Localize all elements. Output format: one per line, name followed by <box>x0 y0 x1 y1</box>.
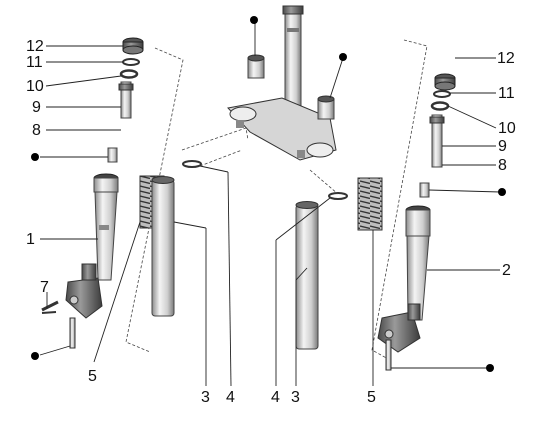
leader-lines <box>39 20 501 387</box>
callout-10-left: 10 <box>26 78 44 95</box>
callout-11-left: 11 <box>26 54 43 71</box>
right-cap-nut <box>434 73 456 91</box>
bullet-marker <box>250 16 258 24</box>
left-o-ring <box>122 58 140 66</box>
callout-4-left: 4 <box>226 389 235 406</box>
callout-8-left: 8 <box>32 122 41 139</box>
callout-9-left: 9 <box>32 99 41 116</box>
callout-7: 7 <box>40 279 49 296</box>
callout-4-right: 4 <box>271 389 280 406</box>
callout-5-right: 5 <box>367 389 376 406</box>
bullet-marker <box>486 364 494 372</box>
left-fork-assembly <box>41 37 249 353</box>
callout-3-left: 3 <box>201 389 210 406</box>
right-o-ring <box>433 90 451 98</box>
callout-11-right: 11 <box>498 85 515 102</box>
left-fork-slider <box>65 173 119 319</box>
left-stem-bushing <box>247 54 265 79</box>
left-washer <box>119 69 139 79</box>
bullet-marker <box>498 188 506 196</box>
bullet-marker <box>31 352 39 360</box>
callout-1: 1 <box>26 231 35 248</box>
left-assembly-outline <box>125 47 184 353</box>
callout-labels: 12 11 10 9 8 1 7 5 3 4 4 3 5 12 11 10 9 … <box>26 38 516 406</box>
right-spring <box>357 177 383 231</box>
left-bottom-bolt <box>69 317 76 349</box>
callout-9-right: 9 <box>498 138 507 155</box>
right-damper-rod <box>431 114 443 168</box>
right-assembly-outline <box>371 39 428 361</box>
left-cap-nut <box>122 37 144 55</box>
right-bottom-bolt <box>385 339 392 371</box>
right-fork-assembly <box>295 39 456 371</box>
left-damper-rod <box>120 81 132 119</box>
right-inner-tube <box>295 201 319 350</box>
right-bush <box>419 182 430 198</box>
right-circlip <box>328 192 348 200</box>
right-washer <box>430 101 450 111</box>
callout-10-right: 10 <box>498 120 516 137</box>
bullet-marker <box>339 53 347 61</box>
callout-8-right: 8 <box>498 157 507 174</box>
callout-3-right: 3 <box>291 389 300 406</box>
callout-12-left: 12 <box>26 38 44 55</box>
left-bush <box>107 147 118 163</box>
callout-12-right: 12 <box>497 50 515 67</box>
reference-bullets <box>31 16 506 372</box>
left-inner-tube <box>151 176 175 317</box>
left-circlip <box>182 160 202 168</box>
right-stem-bushing <box>317 95 335 120</box>
left-bleed-screw <box>41 300 59 314</box>
callout-5-left: 5 <box>88 368 97 385</box>
bullet-marker <box>31 153 39 161</box>
callout-2: 2 <box>502 262 511 279</box>
right-fork-slider <box>377 205 431 353</box>
steering-stem-assembly <box>227 5 337 161</box>
